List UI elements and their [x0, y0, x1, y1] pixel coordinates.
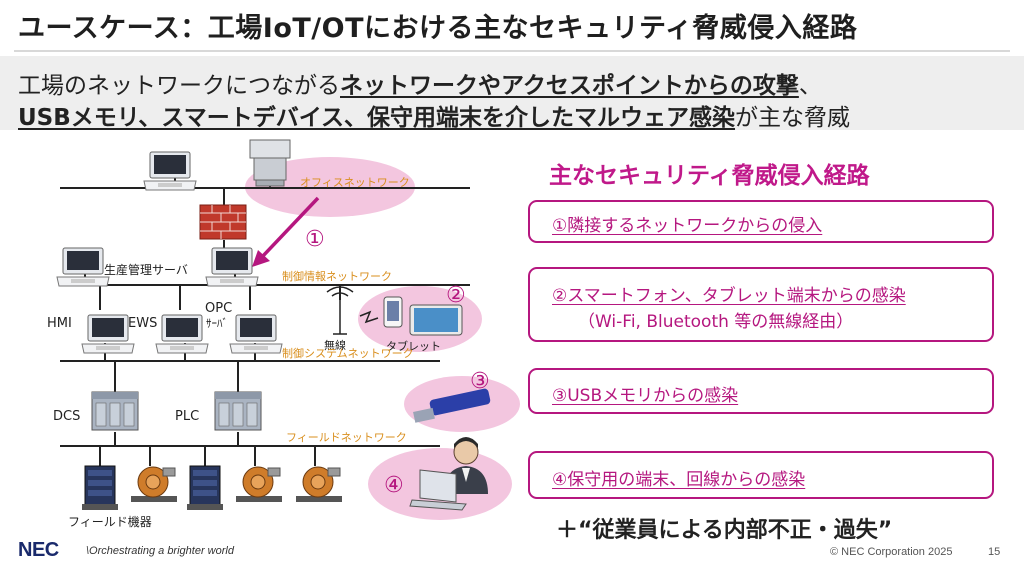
field-pump-icon: [295, 466, 343, 503]
route-box-2: ②スマートフォン、タブレット端末からの感染 （Wi-Fi, Bluetooth …: [528, 267, 994, 342]
opc-label: OPC: [205, 301, 232, 316]
nec-logo: NEC: [18, 539, 59, 561]
opc-server-icon: [229, 314, 283, 354]
field-rack-icon: [81, 465, 119, 511]
office-pc-icon: [143, 151, 197, 191]
production-server-icon: [56, 247, 110, 287]
firewall-icon: [199, 204, 247, 240]
dcs-label: DCS: [53, 409, 80, 424]
ews-terminal-icon: [155, 314, 209, 354]
insider-threat-note: ＋“従業員による内部不正・過失”: [556, 518, 893, 543]
threat-arrowhead-1: [252, 250, 270, 267]
footer-tagline: \Orchestrating a brighter world: [86, 545, 234, 557]
threat-arrow-1: [260, 196, 320, 259]
route-box-3: ③USBメモリからの感染: [528, 368, 994, 414]
wireless-antenna-icon: [326, 286, 354, 335]
field-devices-label: フィールド機器: [68, 514, 152, 529]
network-diagram: オフィスネットワーク ① 生産管理サーバ 制御情報ネットワーク HMI EWS …: [47, 139, 520, 529]
production-server-label: 生産管理サーバ: [104, 262, 188, 277]
marker-3: ③: [470, 369, 490, 394]
threat-panel-heading: 主なセキュリティ脅威侵入経路: [549, 163, 870, 189]
subtitle-text: 工場のネットワークにつながる: [18, 73, 340, 99]
route-box-4: ④保守用の端末、回線からの感染: [528, 451, 994, 499]
office-network-label: オフィスネットワーク: [300, 176, 410, 189]
subtitle-text: 、: [798, 73, 822, 99]
control-info-network-label: 制御情報ネットワーク: [282, 269, 392, 283]
tablet-label: タブレット: [386, 339, 441, 353]
route-4-text: ④保守用の端末、回線からの感染: [552, 470, 806, 490]
field-rack-icon: [186, 465, 224, 511]
hmi-label: HMI: [47, 316, 72, 331]
page-number: 15: [988, 546, 1001, 558]
route-2-subtext: （Wi-Fi, Bluetooth 等の無線経由）: [578, 312, 854, 332]
slide-title: ユースケース：工場IoT/OTにおける主なセキュリティ脅威侵入経路: [18, 13, 858, 44]
smartphone-icon: [383, 296, 403, 328]
marker-4: ④: [384, 473, 404, 498]
subtitle-line-1: 工場のネットワークにつながるネットワークやアクセスポイントからの攻撃、: [18, 66, 822, 100]
subtitle-band: [0, 56, 1024, 130]
marker-2: ②: [446, 283, 466, 308]
route-3-text: ③USBメモリからの感染: [552, 386, 739, 406]
tablet-icon: [409, 304, 463, 336]
gateway-pc-icon: [205, 247, 259, 287]
wireless-link-icon: [359, 310, 379, 324]
route-1-text: ①隣接するネットワークからの侵入: [552, 216, 823, 236]
printer-icon: [249, 139, 291, 187]
footer-copyright: © NEC Corporation 2025: [830, 546, 953, 558]
field-pump-icon: [235, 466, 283, 503]
laptop-icon: [409, 469, 467, 511]
hmi-terminal-icon: [81, 314, 135, 354]
plc-label: PLC: [175, 409, 199, 424]
usb-memory-icon: [413, 388, 491, 423]
route-2-text: ②スマートフォン、タブレット端末からの感染: [552, 286, 906, 306]
subtitle-emphasis: ネットワークやアクセスポイントからの攻撃: [340, 73, 799, 99]
title-divider: [14, 50, 1010, 52]
dcs-controller-icon: [91, 391, 139, 431]
subtitle-line-2: USBメモリ、スマートデバイス、保守用端末を介したマルウェア感染が主な脅威: [18, 98, 850, 132]
subtitle-text: が主な脅威: [735, 105, 851, 131]
field-pump-icon: [130, 466, 178, 503]
marker-1: ①: [305, 227, 325, 252]
wireless-label: 無線: [324, 338, 346, 352]
field-network-label: フィールドネットワーク: [286, 431, 407, 444]
subtitle-emphasis: USBメモリ、スマートデバイス、保守用端末を介したマルウェア感染: [18, 105, 736, 131]
plc-controller-icon: [214, 391, 262, 431]
opc-server-label: ｻｰﾊﾞ: [206, 317, 228, 330]
ews-label: EWS: [128, 316, 157, 331]
route-box-1: ①隣接するネットワークからの侵入: [528, 200, 994, 243]
control-system-network-label: 制御システムネットワーク: [282, 346, 414, 360]
